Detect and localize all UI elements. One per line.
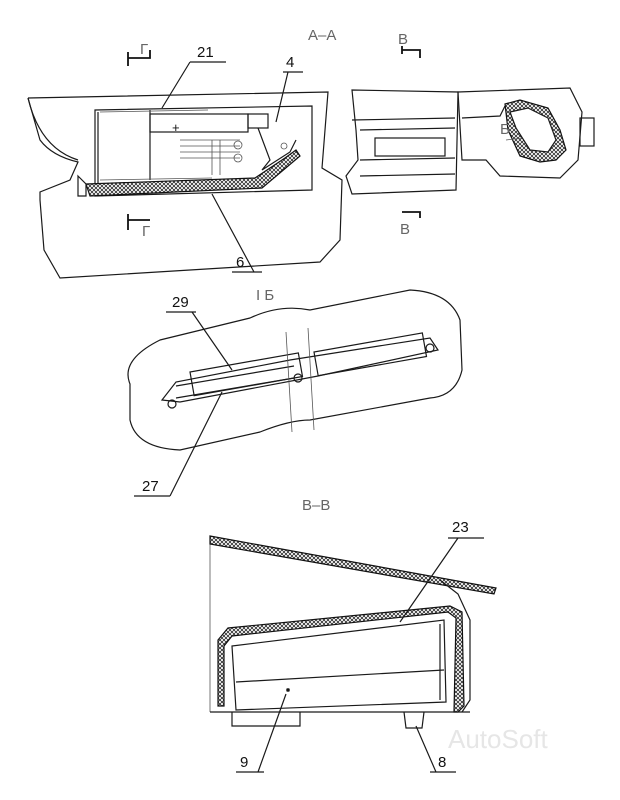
callout-4: 4 xyxy=(275,54,303,123)
callout-23: 23 xyxy=(399,519,484,623)
svg-text:+: + xyxy=(172,120,180,135)
callout-6: 6 xyxy=(211,193,262,273)
view-b-title: I Б xyxy=(256,287,274,304)
svg-text:21: 21 xyxy=(197,44,214,61)
watermark: AutoSoft xyxy=(448,724,549,754)
section-title-aa: А–А xyxy=(308,27,336,44)
svg-text:29: 29 xyxy=(172,294,189,311)
callout-29: 29 xyxy=(166,294,233,371)
arrow-mark-b: Б xyxy=(500,121,510,138)
svg-text:27: 27 xyxy=(142,478,159,495)
section-mark-v-top: В xyxy=(398,31,408,48)
section-title-vv: В–В xyxy=(302,497,330,514)
svg-text:23: 23 xyxy=(452,519,469,536)
section-mark-g-top: Г xyxy=(140,41,148,58)
callout-21: 21 xyxy=(161,44,226,109)
svg-text:8: 8 xyxy=(438,754,446,771)
section-vv-view: В–В xyxy=(209,497,497,729)
svg-text:9: 9 xyxy=(240,754,248,771)
callout-8: 8 xyxy=(415,725,456,773)
section-mark-g-bottom: Г xyxy=(142,223,150,240)
svg-text:4: 4 xyxy=(286,54,294,71)
section-mark-v-bottom: В xyxy=(400,221,410,238)
view-b: I Б xyxy=(127,287,463,451)
section-aa-view: + Г Г А–А В В xyxy=(27,27,595,279)
callout-9: 9 xyxy=(236,693,287,773)
callout-27: 27 xyxy=(134,391,223,497)
svg-text:6: 6 xyxy=(236,254,244,271)
